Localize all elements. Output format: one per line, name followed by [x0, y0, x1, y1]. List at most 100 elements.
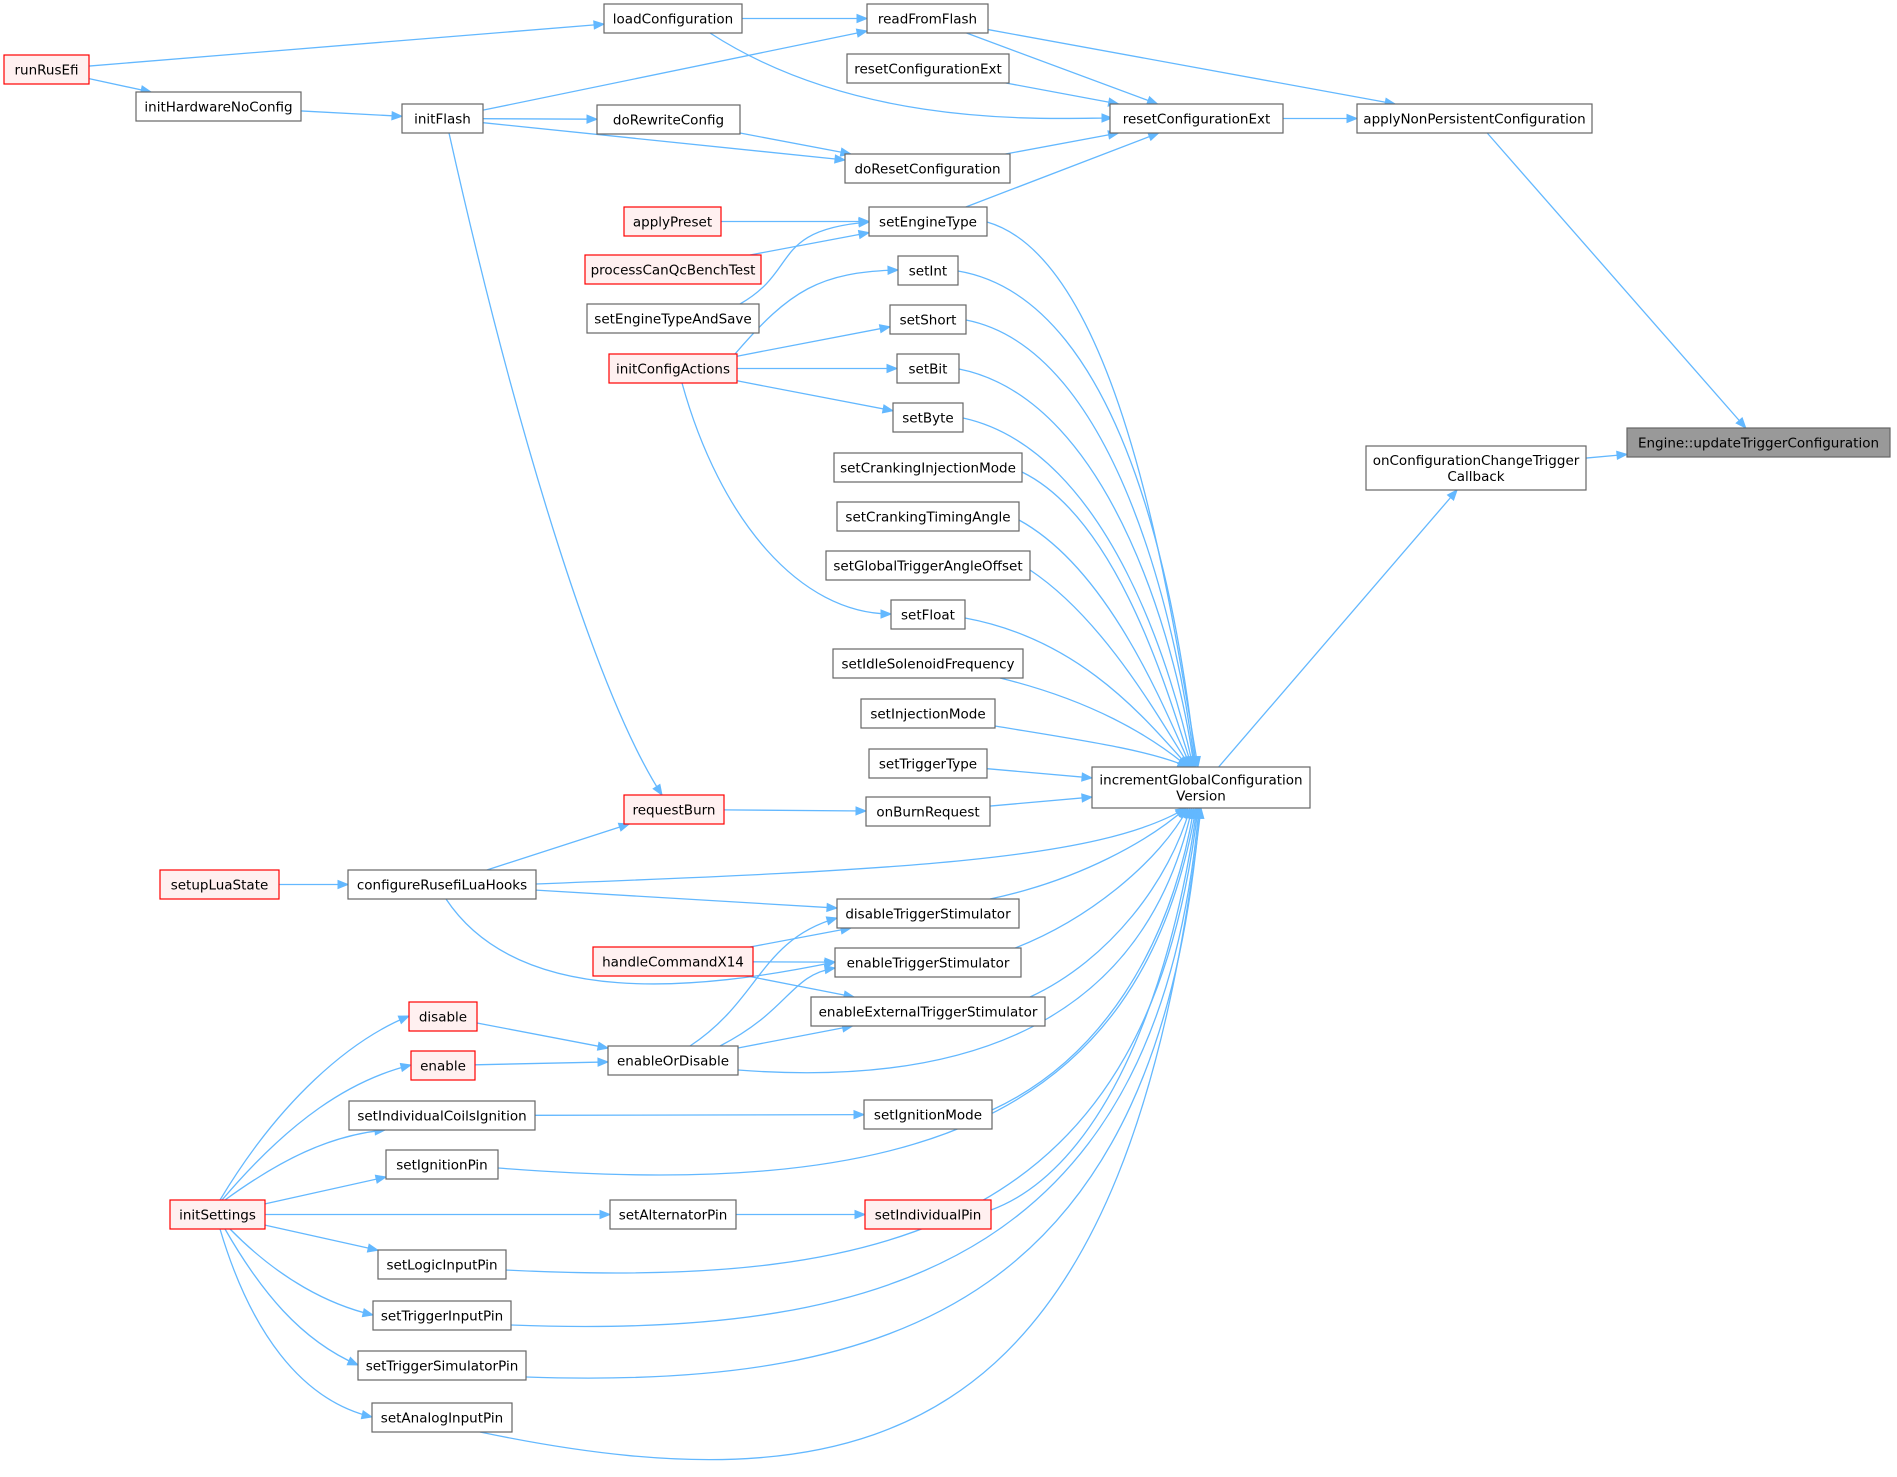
- node-enableTriggerStimulator[interactable]: enableTriggerStimulator: [834, 947, 1022, 978]
- node-box-disableTriggerStimulator[interactable]: [836, 898, 1020, 929]
- node-box-enableTriggerStimulator[interactable]: [834, 947, 1022, 978]
- node-box-setAlternatorPin[interactable]: [609, 1199, 737, 1230]
- node-setEngineType[interactable]: setEngineType: [868, 206, 988, 237]
- node-box-setTriggerSimulatorPin[interactable]: [357, 1350, 527, 1381]
- node-applyNonPersistentConfiguration[interactable]: applyNonPersistentConfiguration: [1356, 103, 1593, 134]
- node-box-setByte[interactable]: [892, 402, 964, 433]
- node-box-disable[interactable]: [408, 1001, 478, 1032]
- node-readFromFlash[interactable]: readFromFlash: [866, 3, 989, 34]
- node-box-onConfigurationChangeTriggerCallback[interactable]: [1365, 445, 1587, 491]
- node-initSettings[interactable]: initSettings: [169, 1199, 266, 1230]
- node-setCrankingInjectionMode[interactable]: setCrankingInjectionMode: [833, 452, 1023, 483]
- node-box-setLogicInputPin[interactable]: [377, 1249, 507, 1280]
- node-box-setTriggerInputPin[interactable]: [372, 1300, 512, 1331]
- node-box-requestBurn[interactable]: [623, 794, 725, 825]
- node-box-configureRusefiLuaHooks[interactable]: [347, 869, 537, 900]
- node-box-initConfigActions[interactable]: [608, 353, 738, 384]
- node-configureRusefiLuaHooks[interactable]: configureRusefiLuaHooks: [347, 869, 537, 900]
- node-box-setEngineType[interactable]: [868, 206, 988, 237]
- node-setCrankingTimingAngle[interactable]: setCrankingTimingAngle: [836, 501, 1020, 532]
- node-disable[interactable]: disable: [408, 1001, 478, 1032]
- node-enableExternalTriggerStimulator[interactable]: enableExternalTriggerStimulator: [810, 996, 1046, 1027]
- node-requestBurn[interactable]: requestBurn: [623, 794, 725, 825]
- node-setIndividualPin[interactable]: setIndividualPin: [864, 1199, 992, 1230]
- node-box-initFlash[interactable]: [401, 103, 484, 134]
- node-box-setInt[interactable]: [897, 255, 959, 286]
- node-setBit[interactable]: setBit: [896, 353, 960, 384]
- node-box-setShort[interactable]: [889, 304, 967, 335]
- node-setTriggerType[interactable]: setTriggerType: [868, 748, 988, 779]
- node-box-setIdleSolenoidFrequency[interactable]: [832, 648, 1024, 679]
- node-root[interactable]: Engine::updateTriggerConfiguration: [1626, 427, 1891, 458]
- node-box-incrementGlobalConfigurationVersion[interactable]: [1091, 766, 1311, 809]
- node-box-setIndividualCoilsIgnition[interactable]: [348, 1100, 536, 1131]
- node-setAlternatorPin[interactable]: setAlternatorPin: [609, 1199, 737, 1230]
- node-setFloat[interactable]: setFloat: [890, 599, 966, 630]
- node-box-setEngineTypeAndSave[interactable]: [586, 303, 760, 334]
- node-box-enableExternalTriggerStimulator[interactable]: [810, 996, 1046, 1027]
- node-doRewriteConfig[interactable]: doRewriteConfig: [596, 104, 741, 135]
- node-box-resetConfigurationExt2[interactable]: [846, 53, 1010, 84]
- node-setupLuaState[interactable]: setupLuaState: [159, 869, 280, 900]
- node-setByte[interactable]: setByte: [892, 402, 964, 433]
- node-box-onBurnRequest[interactable]: [865, 796, 991, 827]
- node-box-setTriggerType[interactable]: [868, 748, 988, 779]
- node-box-setAnalogInputPin[interactable]: [371, 1402, 513, 1433]
- node-box-doResetConfiguration[interactable]: [844, 153, 1011, 184]
- node-setIdleSolenoidFrequency[interactable]: setIdleSolenoidFrequency: [832, 648, 1024, 679]
- node-setEngineTypeAndSave[interactable]: setEngineTypeAndSave: [586, 303, 760, 334]
- node-resetConfigurationExt2[interactable]: resetConfigurationExt: [846, 53, 1010, 84]
- node-handleCommandX14[interactable]: handleCommandX14: [592, 946, 754, 977]
- node-box-loadConfiguration[interactable]: [603, 3, 743, 34]
- node-box-processCanQcBenchTest[interactable]: [584, 254, 762, 285]
- node-setIndividualCoilsIgnition[interactable]: setIndividualCoilsIgnition: [348, 1100, 536, 1131]
- node-enableOrDisable[interactable]: enableOrDisable: [607, 1045, 739, 1076]
- node-box-setGlobalTriggerAngleOffset[interactable]: [825, 550, 1031, 581]
- node-setAnalogInputPin[interactable]: setAnalogInputPin: [371, 1402, 513, 1433]
- node-setGlobalTriggerAngleOffset[interactable]: setGlobalTriggerAngleOffset: [825, 550, 1031, 581]
- node-box-enableOrDisable[interactable]: [607, 1045, 739, 1076]
- node-box-handleCommandX14[interactable]: [592, 946, 754, 977]
- node-initConfigActions[interactable]: initConfigActions: [608, 353, 738, 384]
- node-setIgnitionMode[interactable]: setIgnitionMode: [863, 1099, 993, 1130]
- node-onBurnRequest[interactable]: onBurnRequest: [865, 796, 991, 827]
- node-initHardwareNoConfig[interactable]: initHardwareNoConfig: [135, 91, 302, 122]
- node-box-setIgnitionMode[interactable]: [863, 1099, 993, 1130]
- node-enable[interactable]: enable: [410, 1050, 476, 1081]
- node-box-readFromFlash[interactable]: [866, 3, 989, 34]
- node-setShort[interactable]: setShort: [889, 304, 967, 335]
- node-box-initSettings[interactable]: [169, 1199, 266, 1230]
- node-runRusEfi[interactable]: runRusEfi: [3, 54, 90, 85]
- node-box-applyNonPersistentConfiguration[interactable]: [1356, 103, 1593, 134]
- node-disableTriggerStimulator[interactable]: disableTriggerStimulator: [836, 898, 1020, 929]
- node-setInjectionMode[interactable]: setInjectionMode: [860, 698, 996, 729]
- node-setTriggerSimulatorPin[interactable]: setTriggerSimulatorPin: [357, 1350, 527, 1381]
- node-box-setCrankingInjectionMode[interactable]: [833, 452, 1023, 483]
- node-setIgnitionPin[interactable]: setIgnitionPin: [385, 1149, 499, 1180]
- node-box-initHardwareNoConfig[interactable]: [135, 91, 302, 122]
- node-box-setBit[interactable]: [896, 353, 960, 384]
- node-applyPreset[interactable]: applyPreset: [623, 206, 722, 237]
- node-initFlash[interactable]: initFlash: [401, 103, 484, 134]
- node-box-resetConfigurationExt[interactable]: [1109, 103, 1284, 134]
- node-box-setCrankingTimingAngle[interactable]: [836, 501, 1020, 532]
- node-setInt[interactable]: setInt: [897, 255, 959, 286]
- node-box-enable[interactable]: [410, 1050, 476, 1081]
- node-doResetConfiguration[interactable]: doResetConfiguration: [844, 153, 1011, 184]
- node-loadConfiguration[interactable]: loadConfiguration: [603, 3, 743, 34]
- node-setTriggerInputPin[interactable]: setTriggerInputPin: [372, 1300, 512, 1331]
- node-box-root[interactable]: [1626, 427, 1891, 458]
- node-processCanQcBenchTest[interactable]: processCanQcBenchTest: [584, 254, 762, 285]
- node-box-applyPreset[interactable]: [623, 206, 722, 237]
- node-box-doRewriteConfig[interactable]: [596, 104, 741, 135]
- node-box-setFloat[interactable]: [890, 599, 966, 630]
- node-box-setIndividualPin[interactable]: [864, 1199, 992, 1230]
- node-box-setupLuaState[interactable]: [159, 869, 280, 900]
- node-resetConfigurationExt[interactable]: resetConfigurationExt: [1109, 103, 1284, 134]
- node-box-setInjectionMode[interactable]: [860, 698, 996, 729]
- node-box-setIgnitionPin[interactable]: [385, 1149, 499, 1180]
- node-box-runRusEfi[interactable]: [3, 54, 90, 85]
- node-setLogicInputPin[interactable]: setLogicInputPin: [377, 1249, 507, 1280]
